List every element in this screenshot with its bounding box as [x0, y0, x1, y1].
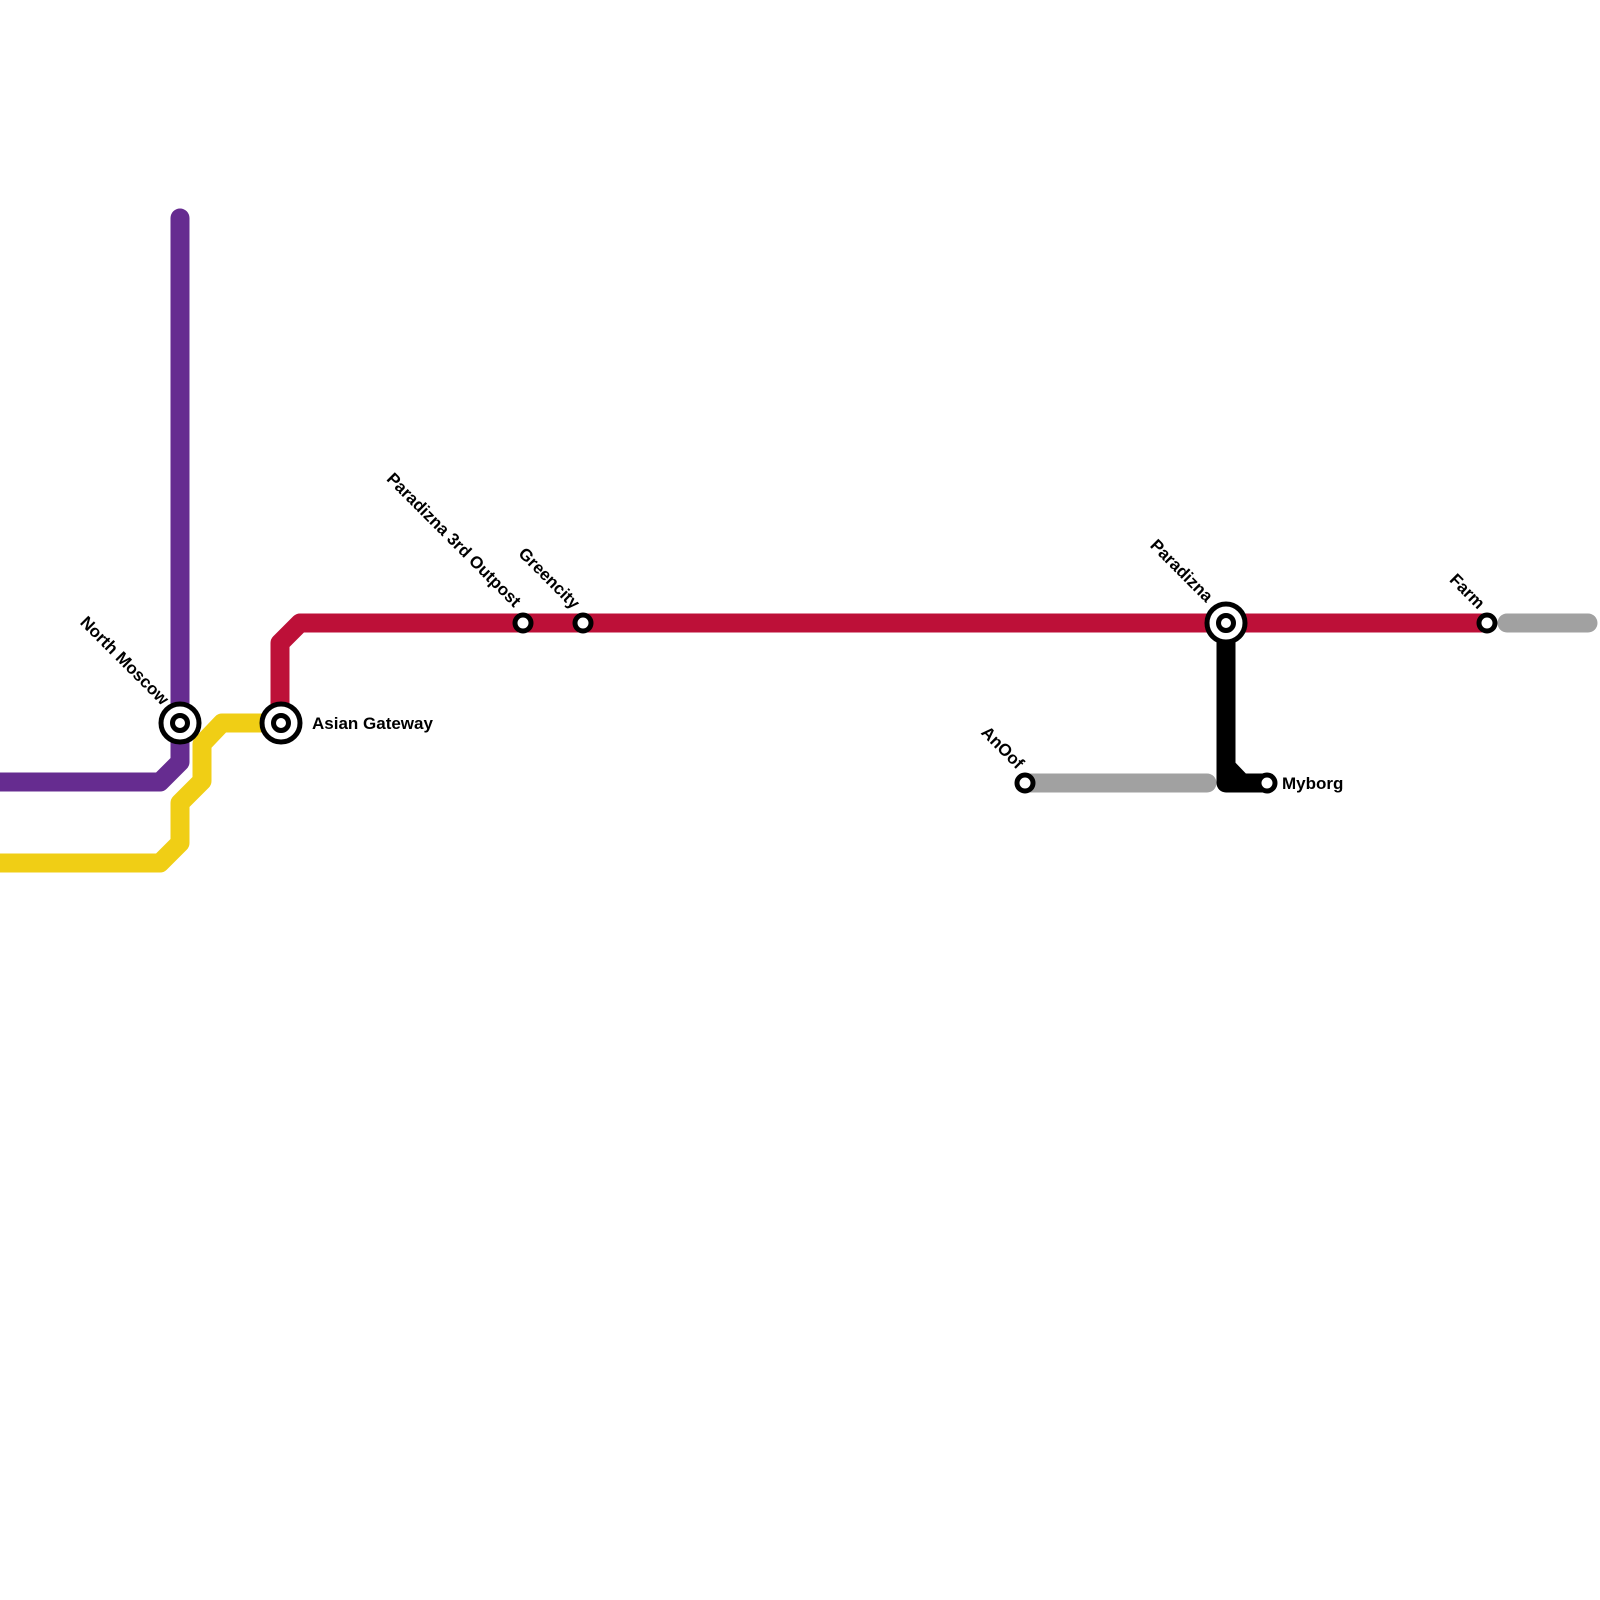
- label-farm: Farm: [1446, 570, 1489, 613]
- stations: [158, 601, 1498, 794]
- station-paradizna[interactable]: [1204, 601, 1248, 645]
- label-paradizna: Paradizna: [1146, 536, 1217, 607]
- station-farm[interactable]: [1476, 612, 1498, 634]
- label-asian-gateway: Asian Gateway: [312, 714, 433, 733]
- route-lines: [0, 208, 1598, 873]
- black-line-bend: [1221, 755, 1253, 788]
- station-greencity[interactable]: [572, 612, 594, 634]
- station-paradizna-3rd-outpost[interactable]: [512, 612, 534, 634]
- label-anoof: AnOof: [977, 723, 1027, 773]
- label-greencity: Greencity: [515, 544, 584, 613]
- purple-line[interactable]: [0, 208, 190, 792]
- station-north-moscow[interactable]: [158, 701, 202, 745]
- red-line[interactable]: [270, 613, 1495, 733]
- label-paradizna-3rd-outpost: Paradizna 3rd Outpost: [383, 469, 525, 611]
- label-myborg: Myborg: [1282, 774, 1343, 793]
- black-line[interactable]: [1216, 613, 1276, 793]
- station-asian-gateway[interactable]: [259, 701, 303, 745]
- label-north-moscow: North Moscow: [76, 613, 173, 710]
- yellow-line[interactable]: [0, 713, 290, 873]
- station-myborg[interactable]: [1256, 772, 1278, 794]
- station-anoof[interactable]: [1014, 772, 1036, 794]
